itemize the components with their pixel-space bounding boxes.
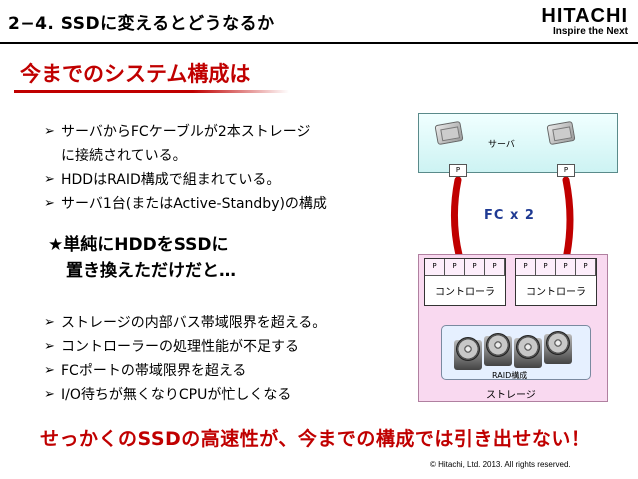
controller-port: P	[516, 259, 536, 276]
bullet-text: HDDはRAID構成で組まれている。	[61, 172, 281, 188]
list-item: ➢ HDDはRAID構成で組まれている。	[44, 168, 327, 192]
storage-label: ストレージ	[486, 390, 536, 401]
list-item: ➢ サーバからFCケーブルが2本ストレージ	[44, 120, 327, 144]
controller-port: P	[465, 259, 485, 276]
system-bullet-list: ➢ サーバからFCケーブルが2本ストレージ に接続されている。 ➢ HDDはRA…	[44, 120, 327, 216]
controller-ports: P P P P	[425, 259, 505, 276]
controller-port: P	[556, 259, 576, 276]
issue-bullet-list: ➢ ストレージの内部バス帯域限界を超える。 ➢ コントローラーの処理性能が不足す…	[44, 311, 326, 407]
bullet-text: サーバからFCケーブルが2本ストレージ	[61, 124, 311, 140]
fc-cable-right	[562, 176, 574, 263]
list-item: ➢ FCポートの帯域限界を超える	[44, 359, 326, 383]
bullet-text: ストレージの内部バス帯域限界を超える。	[61, 315, 327, 331]
list-item: ➢ ストレージの内部バス帯域限界を超える。	[44, 311, 326, 335]
bullet-text: FCポートの帯域限界を超える	[61, 363, 247, 379]
server-label: サーバ	[488, 140, 515, 150]
logo-main-text: HITACHI	[541, 5, 628, 27]
fc-cable-left	[450, 176, 464, 263]
highlight-line-2: 置き換えただけだと…	[66, 261, 236, 281]
list-item: ➢ サーバ1台(またはActive-Standby)の構成	[44, 192, 327, 216]
highlight-note: ★単純にHDDをSSDに 置き換えただけだと…	[48, 232, 236, 284]
hard-disk-platter-icon	[516, 335, 540, 359]
server-port: P	[449, 164, 467, 177]
bullet-text: に接続されている。	[61, 148, 187, 164]
arrow-bullet-icon: ➢	[44, 172, 55, 187]
controller-port: P	[445, 259, 465, 276]
logo-tagline: Inspire the Next	[552, 26, 628, 37]
controller-ports: P P P P	[516, 259, 596, 276]
section-underline	[14, 90, 289, 93]
conclusion-text: せっかくのSSDの高速性が、今までの構成では引き出せない！	[40, 428, 591, 450]
highlight-line-1: ★単純にHDDをSSDに	[48, 235, 229, 255]
controller-port: P	[485, 259, 505, 276]
fc-count-label: FC x 2	[484, 208, 535, 223]
hard-disk-platter-icon	[456, 337, 480, 361]
arrow-bullet-icon: ➢	[44, 363, 55, 378]
hitachi-logo: HITACHI Inspire the Next	[541, 6, 628, 38]
controller-label: コントローラ	[526, 287, 586, 298]
controller-port: P	[536, 259, 556, 276]
controller-label: コントローラ	[435, 287, 495, 298]
controller-left: P P P P コントローラ	[424, 258, 506, 306]
arrow-bullet-icon: ➢	[44, 196, 55, 211]
copyright-notice: © Hitachi, Ltd. 2013. All rights reserve…	[430, 460, 571, 469]
controller-right: P P P P コントローラ	[515, 258, 597, 306]
hard-disk-platter-icon	[486, 333, 510, 357]
bullet-text: サーバ1台(またはActive-Standby)の構成	[61, 196, 327, 212]
server-port: P	[557, 164, 575, 177]
section-title: 今までのシステム構成は	[20, 62, 251, 86]
arrow-bullet-icon: ➢	[44, 124, 55, 139]
header-divider	[0, 42, 638, 44]
bullet-text: I/O待ちが無くなりCPUが忙しくなる	[61, 387, 292, 403]
bullet-text: コントローラーの処理性能が不足する	[61, 339, 299, 355]
list-item: ➢ コントローラーの処理性能が不足する	[44, 335, 326, 359]
arrow-bullet-icon: ➢	[44, 315, 55, 330]
list-item-continuation: に接続されている。	[44, 144, 327, 168]
hard-disk-platter-icon	[546, 331, 570, 355]
raid-label: RAID構成	[492, 371, 528, 380]
arrow-bullet-icon: ➢	[44, 387, 55, 402]
page-title: 2−4. SSDに変えるとどうなるか	[8, 14, 275, 34]
controller-port: P	[425, 259, 445, 276]
list-item: ➢ I/O待ちが無くなりCPUが忙しくなる	[44, 383, 326, 407]
controller-port: P	[576, 259, 596, 276]
arrow-bullet-icon: ➢	[44, 339, 55, 354]
